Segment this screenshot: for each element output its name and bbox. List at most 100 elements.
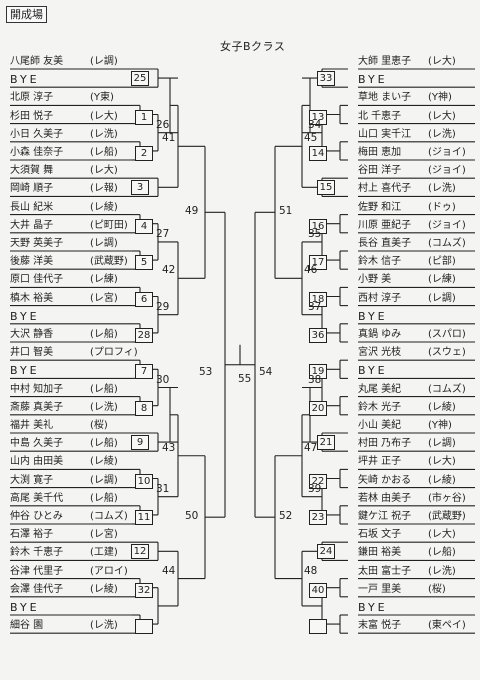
player-name: 中村 知加子 bbox=[10, 383, 64, 395]
player-entry: 鍵ケ江 祝子(武蔵野) bbox=[358, 511, 466, 523]
match-number: 30 bbox=[156, 373, 170, 386]
club-name: (レ宮) bbox=[90, 292, 118, 304]
player-name: 真鍋 ゆみ bbox=[358, 329, 402, 340]
club-name: (コムズ) bbox=[428, 238, 466, 249]
player-entry: 大井 晶子(ピ町田) bbox=[10, 220, 128, 232]
player-name: 福井 美礼 bbox=[10, 420, 54, 431]
player-entry: 丸尾 美紀(コムズ) bbox=[358, 384, 466, 396]
match-number: 53 bbox=[199, 365, 213, 378]
match-number: 29 bbox=[156, 300, 170, 313]
player-name: 西村 淳子 bbox=[358, 292, 402, 304]
player-entry: 小野 美(レ練) bbox=[358, 274, 456, 286]
player-entry: 石坂 文子(レ大) bbox=[358, 529, 456, 541]
match-number-boxed: 25 bbox=[131, 71, 149, 87]
player-name: 大師 里恵子 bbox=[358, 56, 412, 67]
player-name: 谷津 代里子 bbox=[10, 565, 64, 577]
player-name: 北原 淳子 bbox=[10, 92, 54, 104]
player-entry: 草地 まい子(Y神) bbox=[358, 92, 452, 104]
club-name: (レ練) bbox=[90, 274, 118, 286]
match-number: 47 bbox=[304, 441, 318, 454]
club-name: (レ大) bbox=[428, 456, 456, 468]
match-number-boxed: 16 bbox=[309, 218, 327, 234]
player-entry: 杉田 悦子 (レ大) bbox=[10, 111, 118, 123]
player-name: 鈴木 信子 bbox=[358, 256, 402, 268]
bye-entry: BYE bbox=[358, 74, 428, 87]
match-number-boxed: 28 bbox=[135, 327, 153, 343]
club-name: (レ洗) bbox=[428, 128, 456, 140]
player-entry: 八尾師 友美(レ調) bbox=[10, 56, 118, 68]
player-entry: 太田 富士子(レ洗) bbox=[358, 566, 456, 578]
player-name: 山内 由田美 bbox=[10, 456, 64, 468]
club-name: (Y東) bbox=[90, 92, 114, 104]
match-number: 38 bbox=[308, 373, 322, 386]
club-name: (レ大) bbox=[428, 110, 456, 122]
match-number-boxed: 5 bbox=[135, 255, 153, 271]
player-name: 杉田 悦子 bbox=[10, 110, 54, 122]
match-number-boxed: 13 bbox=[309, 109, 327, 125]
club-name: (コムズ) bbox=[90, 511, 128, 522]
player-name: 大沢 静香 bbox=[10, 329, 54, 340]
club-name: (ジョイ) bbox=[428, 219, 466, 231]
player-entry: 長山 紀米(レ綾) bbox=[10, 202, 118, 214]
match-number-boxed: 17 bbox=[309, 255, 327, 271]
player-name: BYE bbox=[10, 601, 40, 614]
club-name: (桜) bbox=[428, 583, 446, 595]
match-number: 35 bbox=[308, 227, 322, 240]
club-name: (ピ部) bbox=[428, 256, 456, 268]
club-name: (レ調) bbox=[428, 292, 456, 304]
club-name: (レ大) bbox=[428, 56, 456, 67]
club-name: (スウェ) bbox=[428, 347, 466, 359]
player-name: 井口 智美 bbox=[10, 347, 54, 359]
player-name: 太田 富士子 bbox=[358, 565, 412, 577]
player-name: 小森 佳奈子 bbox=[10, 147, 64, 158]
player-entry: 井口 智美 (プロフィ) bbox=[10, 347, 138, 359]
match-number: 44 bbox=[162, 564, 176, 577]
player-name: 岡崎 順子 bbox=[10, 183, 54, 195]
player-entry: 中島 久美子(レ船) bbox=[10, 438, 118, 450]
match-number: 55 bbox=[238, 372, 252, 385]
club-name: (レ綾) bbox=[428, 474, 456, 486]
club-name: (レ船) bbox=[90, 438, 118, 450]
bye-entry: BYE bbox=[358, 365, 428, 378]
bye-entry: BYE bbox=[10, 74, 90, 87]
player-entry: 村上 喜代子(レ洗) bbox=[358, 183, 456, 195]
match-number: 48 bbox=[304, 564, 318, 577]
match-number: 39 bbox=[308, 482, 322, 495]
player-name: 大井 晶子 bbox=[10, 219, 54, 231]
player-entry: 谷田 洋子(ジョイ) bbox=[358, 165, 466, 177]
player-name: 大渕 寛子 bbox=[10, 474, 54, 486]
player-name: BYE bbox=[10, 309, 40, 323]
match-number-boxed: 20 bbox=[309, 400, 327, 416]
player-entry: 宮沢 光枝(スウェ) bbox=[358, 347, 466, 359]
club-name: (レ調) bbox=[90, 474, 118, 486]
player-name: 仲谷 ひとみ bbox=[10, 511, 63, 522]
player-name: BYE bbox=[10, 364, 40, 378]
player-name: 若林 由美子 bbox=[358, 492, 412, 504]
club-name: (レ船) bbox=[90, 147, 118, 158]
match-number-boxed: 3 bbox=[131, 180, 149, 196]
player-name: 原口 佳代子 bbox=[10, 274, 64, 286]
club-name: (桜) bbox=[90, 420, 108, 431]
player-entry: 佐野 和江(ドゥ) bbox=[358, 202, 456, 214]
match-number-boxed: 15 bbox=[317, 180, 335, 196]
match-number-boxed: 24 bbox=[317, 544, 335, 560]
player-name: 村田 乃布子 bbox=[358, 438, 412, 450]
player-entry: 大師 里恵子 (レ大) bbox=[358, 56, 456, 68]
player-name: 坪井 正子 bbox=[358, 456, 402, 468]
player-entry: 仲谷 ひとみ (コムズ) bbox=[10, 511, 128, 523]
player-name: 佐野 和江 bbox=[358, 201, 402, 213]
club-name: (レ船) bbox=[90, 492, 118, 504]
player-entry: 石澤 裕子(レ宮) bbox=[10, 529, 118, 541]
player-name: 鈴木 光子 bbox=[358, 401, 402, 413]
player-name: 鈴木 千恵子 bbox=[10, 547, 64, 559]
player-name: 天野 英美子 bbox=[10, 238, 64, 249]
club-name: (プロフィ) bbox=[90, 347, 138, 359]
player-entry: 大渕 寛子 (レ調) bbox=[10, 475, 118, 487]
match-number-boxed: 1 bbox=[135, 109, 153, 125]
player-name: 山口 実千江 bbox=[358, 128, 412, 140]
club-name: (レ船) bbox=[90, 329, 118, 340]
club-name: (レ大) bbox=[90, 110, 118, 122]
player-name: 長谷 直美子 bbox=[358, 238, 412, 249]
player-entry: 長谷 直美子 (コムズ) bbox=[358, 238, 466, 250]
player-entry: 小森 佳奈子 (レ船) bbox=[10, 147, 118, 159]
